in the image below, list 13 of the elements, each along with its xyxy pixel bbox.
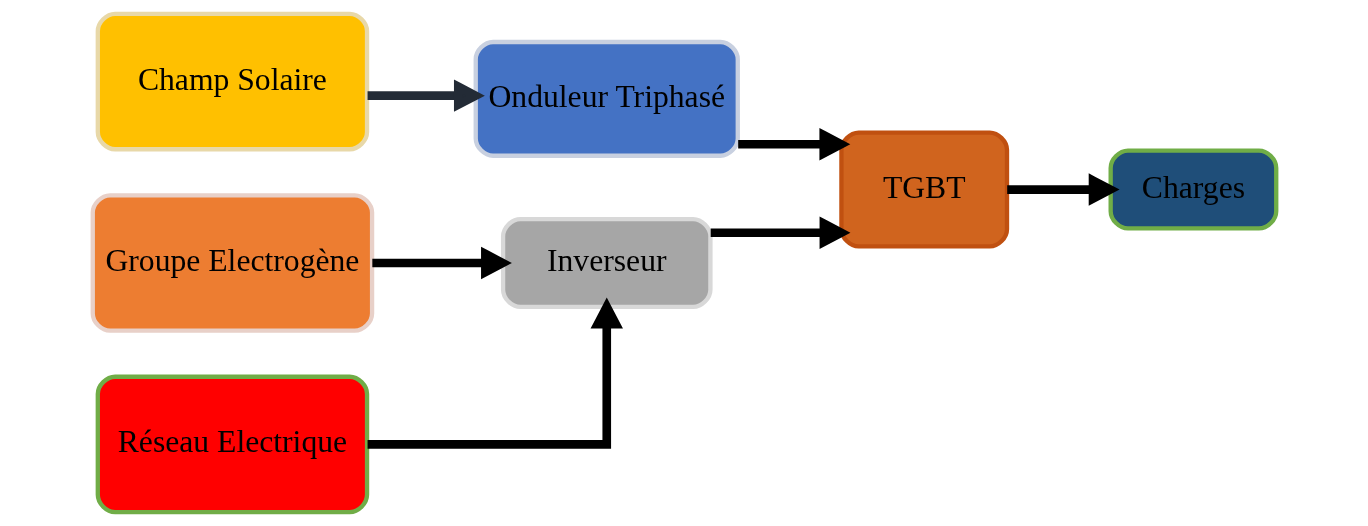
node-box: Champ Solaire — [95, 11, 369, 152]
arrow — [367, 79, 485, 112]
arrow — [1006, 173, 1120, 206]
arrow — [710, 216, 850, 249]
arrow — [367, 297, 623, 449]
arrow — [737, 128, 850, 161]
node-box: TGBT — [838, 130, 1009, 249]
node-box: Onduleur Triphasé — [473, 39, 740, 158]
node-box: Inverseur — [500, 216, 713, 310]
arrow — [371, 246, 512, 280]
node-box: Charges — [1108, 148, 1278, 231]
node-box: Réseau Electrique — [95, 374, 369, 515]
node-box: Groupe Electrogène — [90, 193, 374, 333]
